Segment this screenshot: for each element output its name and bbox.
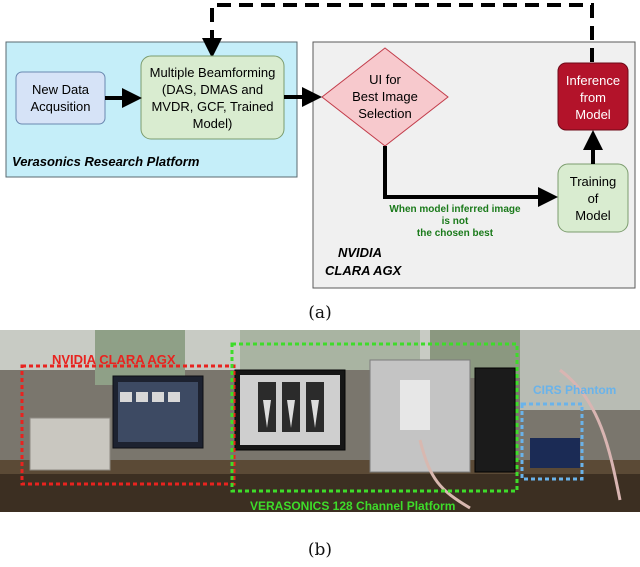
cirs-photo-label: CIRS Phantom [533,383,616,397]
node-data-acquisition [15,71,106,125]
node-inference-line2: from [580,90,606,105]
node-ui-selection-line2: Best Image [352,89,418,104]
nvidia-photo-label: NVIDIA CLARA AGX [52,352,176,367]
workstation [474,367,516,473]
nvidia-region-label-line2: CLARA AGX [325,263,403,278]
node-beamforming-line1: Multiple Beamforming [150,65,276,80]
feedback-loop-edge [202,3,594,62]
node-training-line3: Model [575,208,611,223]
node-data-acquisition-line2: Acqusition [31,99,91,114]
verasonics-highlight-box [230,342,519,493]
caption-b: (b) [307,540,333,560]
edge-label-line2: is not [442,216,469,227]
node-ui-selection-line3: Selection [358,106,411,121]
nvidia-region-label-line1: NVIDIA [338,245,382,260]
node-ui-selection-line1: UI for [369,72,401,87]
node-beamforming-line2: (DAS, DMAS and [162,82,263,97]
setup-photo-scene: NVIDIA CLARA AGX CIRS Phantom VERASONICS… [0,330,640,512]
verasonics-region-label: Verasonics Research Platform [12,154,200,169]
node-training-line2: of [588,191,599,206]
edge-label-line1: When model inferred image [389,204,521,215]
cirs-highlight-box [520,402,584,481]
clara-agx-device [29,417,111,471]
verasonics-unit [369,359,471,473]
nvidia-highlight-box [20,364,236,486]
node-training-line1: Training [570,174,616,189]
edge-ui-to-training [383,146,558,207]
node-inference-line1: Inference [566,73,620,88]
setup-photo: NVIDIA CLARA AGX CIRS Phantom VERASONICS… [0,330,640,512]
node-beamforming-line4: Model) [193,116,233,131]
workflow-diagram: Verasonics Research Platform NVIDIA CLAR… [5,3,636,289]
caption-a: (a) [308,303,332,323]
edge-label-line3: the chosen best [417,228,494,239]
cirs-phantom-device [530,438,580,468]
verasonics-photo-label: VERASONICS 128 Channel Platform [250,499,455,512]
node-data-acquisition-line1: New Data [32,82,90,97]
node-beamforming-line3: MVDR, GCF, Trained [151,99,273,114]
node-inference-line3: Model [575,107,611,122]
